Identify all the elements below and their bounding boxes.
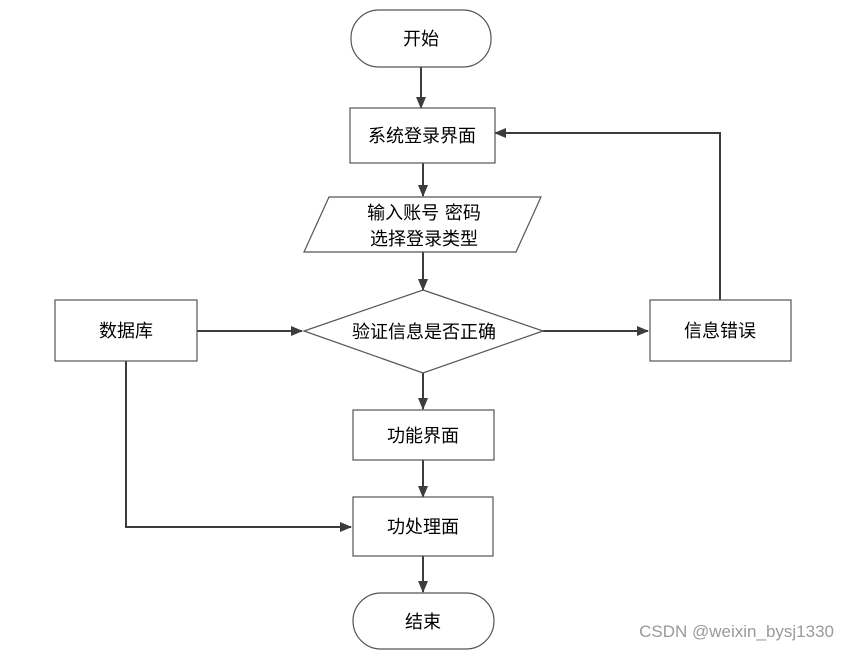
info-error-node: 信息错误 xyxy=(649,299,792,362)
verify-label: 验证信息是否正确 xyxy=(352,322,496,343)
arrow-error-to-login xyxy=(494,128,721,300)
start-node: 开始 xyxy=(350,9,492,68)
database-label: 数据库 xyxy=(99,321,153,342)
process-screen-node: 功处理面 xyxy=(352,496,494,557)
input-label-line1: 输入账号 密码 xyxy=(367,203,481,224)
input-node: 输入账号 密码 选择登录类型 xyxy=(303,196,542,253)
verify-decision-node: 验证信息是否正确 xyxy=(302,289,545,374)
login-screen-label: 系统登录界面 xyxy=(368,126,476,147)
function-screen-label: 功能界面 xyxy=(387,426,459,447)
arrow-database-to-process xyxy=(125,361,352,532)
end-node: 结束 xyxy=(352,592,495,650)
login-screen-node: 系统登录界面 xyxy=(349,107,496,164)
start-label: 开始 xyxy=(403,29,439,50)
database-node: 数据库 xyxy=(54,299,198,362)
process-screen-label: 功处理面 xyxy=(387,517,459,538)
watermark-text: CSDN @weixin_bysj1330 xyxy=(639,622,834,641)
input-label-line2: 选择登录类型 xyxy=(370,229,478,250)
function-screen-node: 功能界面 xyxy=(352,409,495,461)
end-label: 结束 xyxy=(405,612,441,633)
info-error-label: 信息错误 xyxy=(684,321,756,342)
